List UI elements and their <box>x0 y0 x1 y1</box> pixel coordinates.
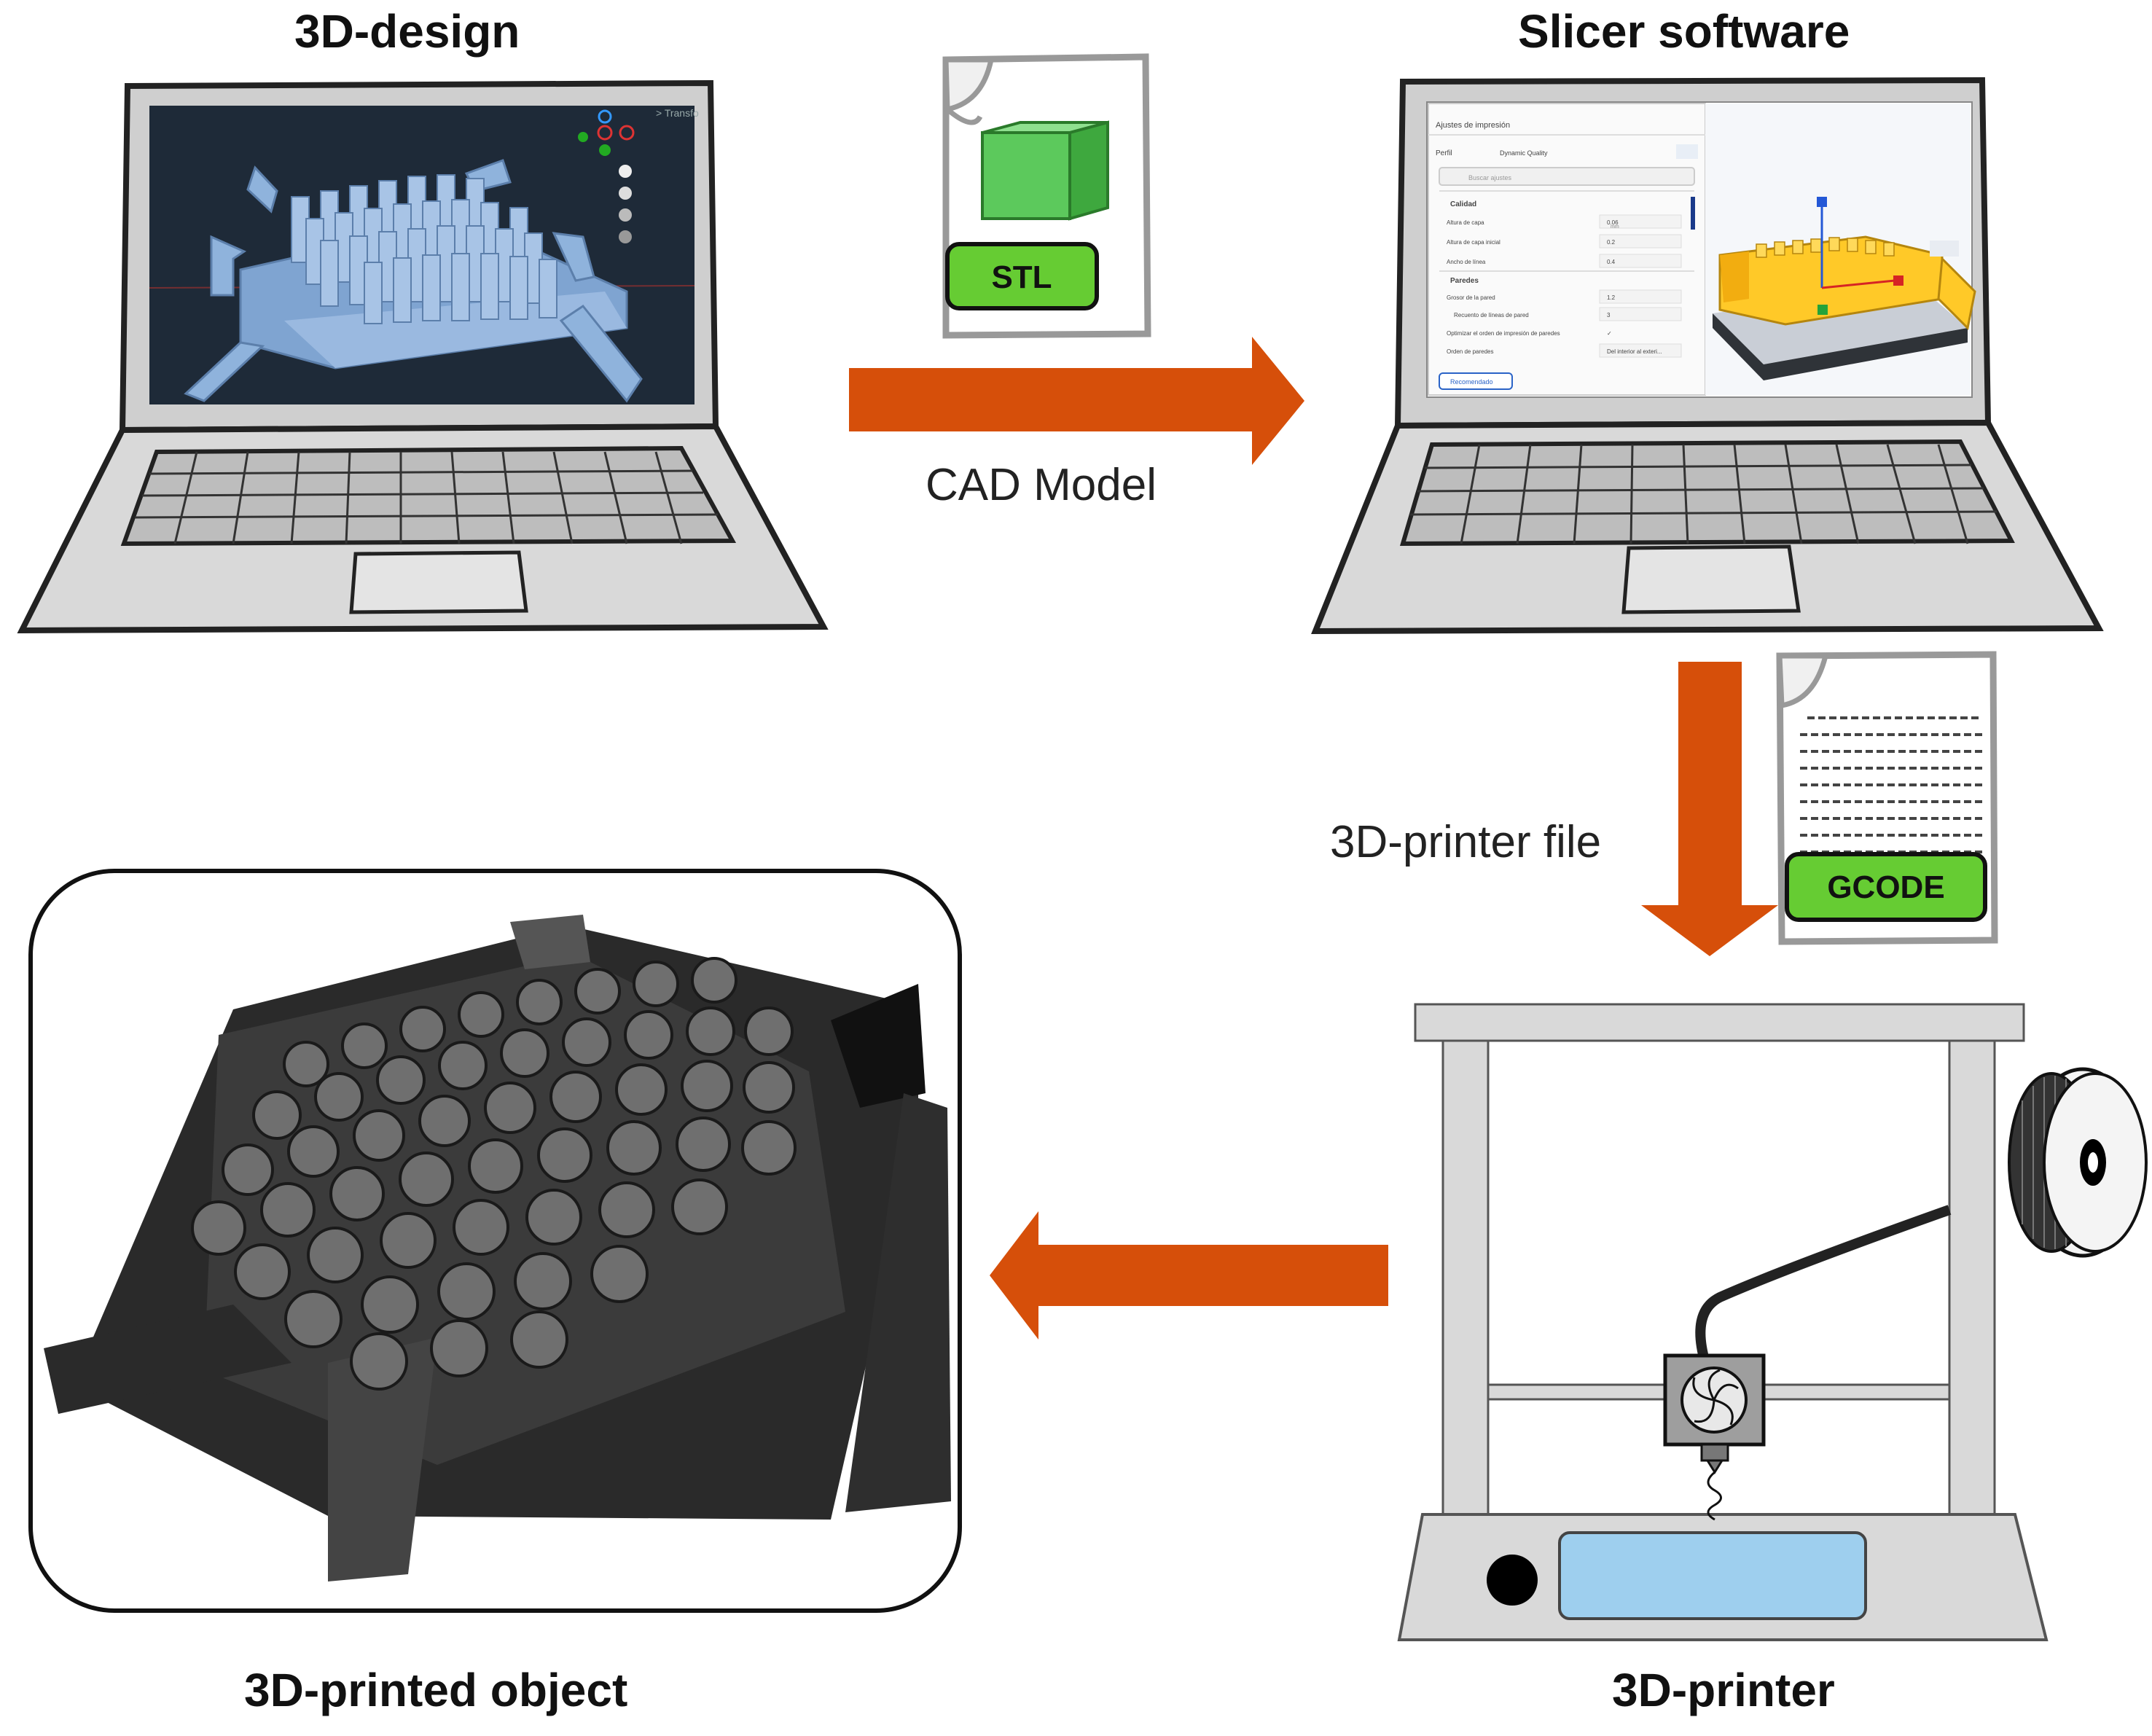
design-corner-label: > Transfo <box>656 107 699 119</box>
title-3d-design: 3D-design <box>294 5 520 58</box>
slicer-row-value: 0.06 <box>1607 219 1619 226</box>
printed-object-photo <box>28 869 962 1613</box>
slicer-row-label: Orden de paredes <box>1447 348 1494 355</box>
slicer-profile-label: Perfil <box>1436 149 1452 157</box>
gcode-tag-label: GCODE <box>1827 869 1944 905</box>
slicer-row-value: 0.2 <box>1607 239 1616 246</box>
slicer-row-label: Recuento de líneas de pared <box>1454 312 1529 318</box>
gcode-file-icon <box>1776 651 1998 945</box>
arrow-printer-to-object <box>990 1211 1388 1340</box>
slicer-row-value: 1.2 <box>1607 294 1616 301</box>
stl-tag-label: STL <box>991 259 1052 295</box>
title-slicer-software: Slicer software <box>1518 5 1850 58</box>
slicer-row-label: Grosor de la pared <box>1447 294 1495 301</box>
slicer-row-value: 3 <box>1607 312 1611 318</box>
label-cad-model: CAD Model <box>926 460 1157 510</box>
slicer-row-value: 0.4 <box>1607 259 1616 265</box>
slicer-row-unit: mm <box>1611 224 1619 230</box>
slicer-row-value: ✓ <box>1607 330 1612 337</box>
slicer-section-quality: Calidad <box>1450 200 1476 208</box>
slicer-profile-value: Dynamic Quality <box>1500 149 1548 157</box>
slicer-row-label: Altura de capa <box>1447 219 1484 226</box>
slicer-3d-view <box>1705 103 1976 395</box>
slicer-row-label: Ancho de línea <box>1447 259 1486 265</box>
slicer-row-label: Altura de capa inicial <box>1447 239 1500 246</box>
slicer-section-walls: Paredes <box>1450 277 1479 285</box>
slicer-row-value: Del interior al exteri... <box>1607 348 1662 355</box>
arrow-design-to-slicer <box>849 337 1304 465</box>
title-3d-printer: 3D-printer <box>1612 1664 1835 1716</box>
slicer-ui-text: Ajustes de impresión Perfil Dynamic Qual… <box>1436 121 1662 386</box>
slicer-settings-panel <box>1428 103 1706 396</box>
slicer-row-label: Optimizar el orden de impresión de pared… <box>1447 330 1560 337</box>
file-tag-labels: STL GCODE <box>991 259 1944 905</box>
printer-illustration <box>1397 1003 2148 1641</box>
design-viewport <box>149 109 695 403</box>
stl-file-icon <box>942 53 1151 339</box>
design-viewport-text: > Transfo <box>656 107 699 119</box>
recommended-button-label: Recomendado <box>1450 378 1493 386</box>
title-3d-printed-object: 3D-printed object <box>244 1664 628 1716</box>
slicer-search-placeholder: Buscar ajustes <box>1468 174 1512 181</box>
arrow-slicer-to-printer <box>1641 662 1778 956</box>
label-3d-printer-file: 3D-printer file <box>1330 817 1602 867</box>
slicer-panel-title: Ajustes de impresión <box>1436 121 1510 130</box>
